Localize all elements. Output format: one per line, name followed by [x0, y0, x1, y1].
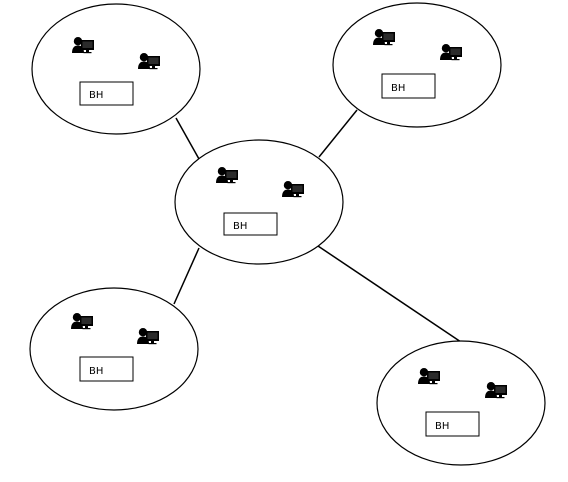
node-top-right: BH	[332, 2, 502, 128]
node-bottom-left: BH	[29, 287, 199, 411]
bh-box	[381, 73, 436, 99]
bh-label: BH	[233, 221, 247, 232]
node-top-left: BH	[31, 3, 201, 135]
node-ellipse	[29, 287, 199, 411]
bh-box	[79, 356, 134, 382]
node-ellipse	[376, 340, 546, 466]
node-ellipse	[31, 3, 201, 135]
bh-box	[425, 411, 480, 437]
bh-box	[79, 81, 134, 106]
node-center: BH	[174, 139, 344, 265]
bh-box	[223, 212, 278, 236]
node-ellipse	[174, 139, 344, 265]
bh-label: BH	[89, 366, 103, 377]
link-center-bottom-left	[173, 247, 200, 305]
link-center-top-right	[318, 109, 358, 158]
bh-label: BH	[89, 90, 103, 101]
node-ellipse	[332, 2, 502, 128]
link-center-top-left	[175, 117, 200, 160]
links	[173, 109, 462, 343]
node-bottom-right: BH	[376, 340, 546, 466]
link-center-bottom-right	[317, 245, 462, 343]
bh-label: BH	[435, 421, 449, 432]
bh-label: BH	[391, 83, 405, 94]
